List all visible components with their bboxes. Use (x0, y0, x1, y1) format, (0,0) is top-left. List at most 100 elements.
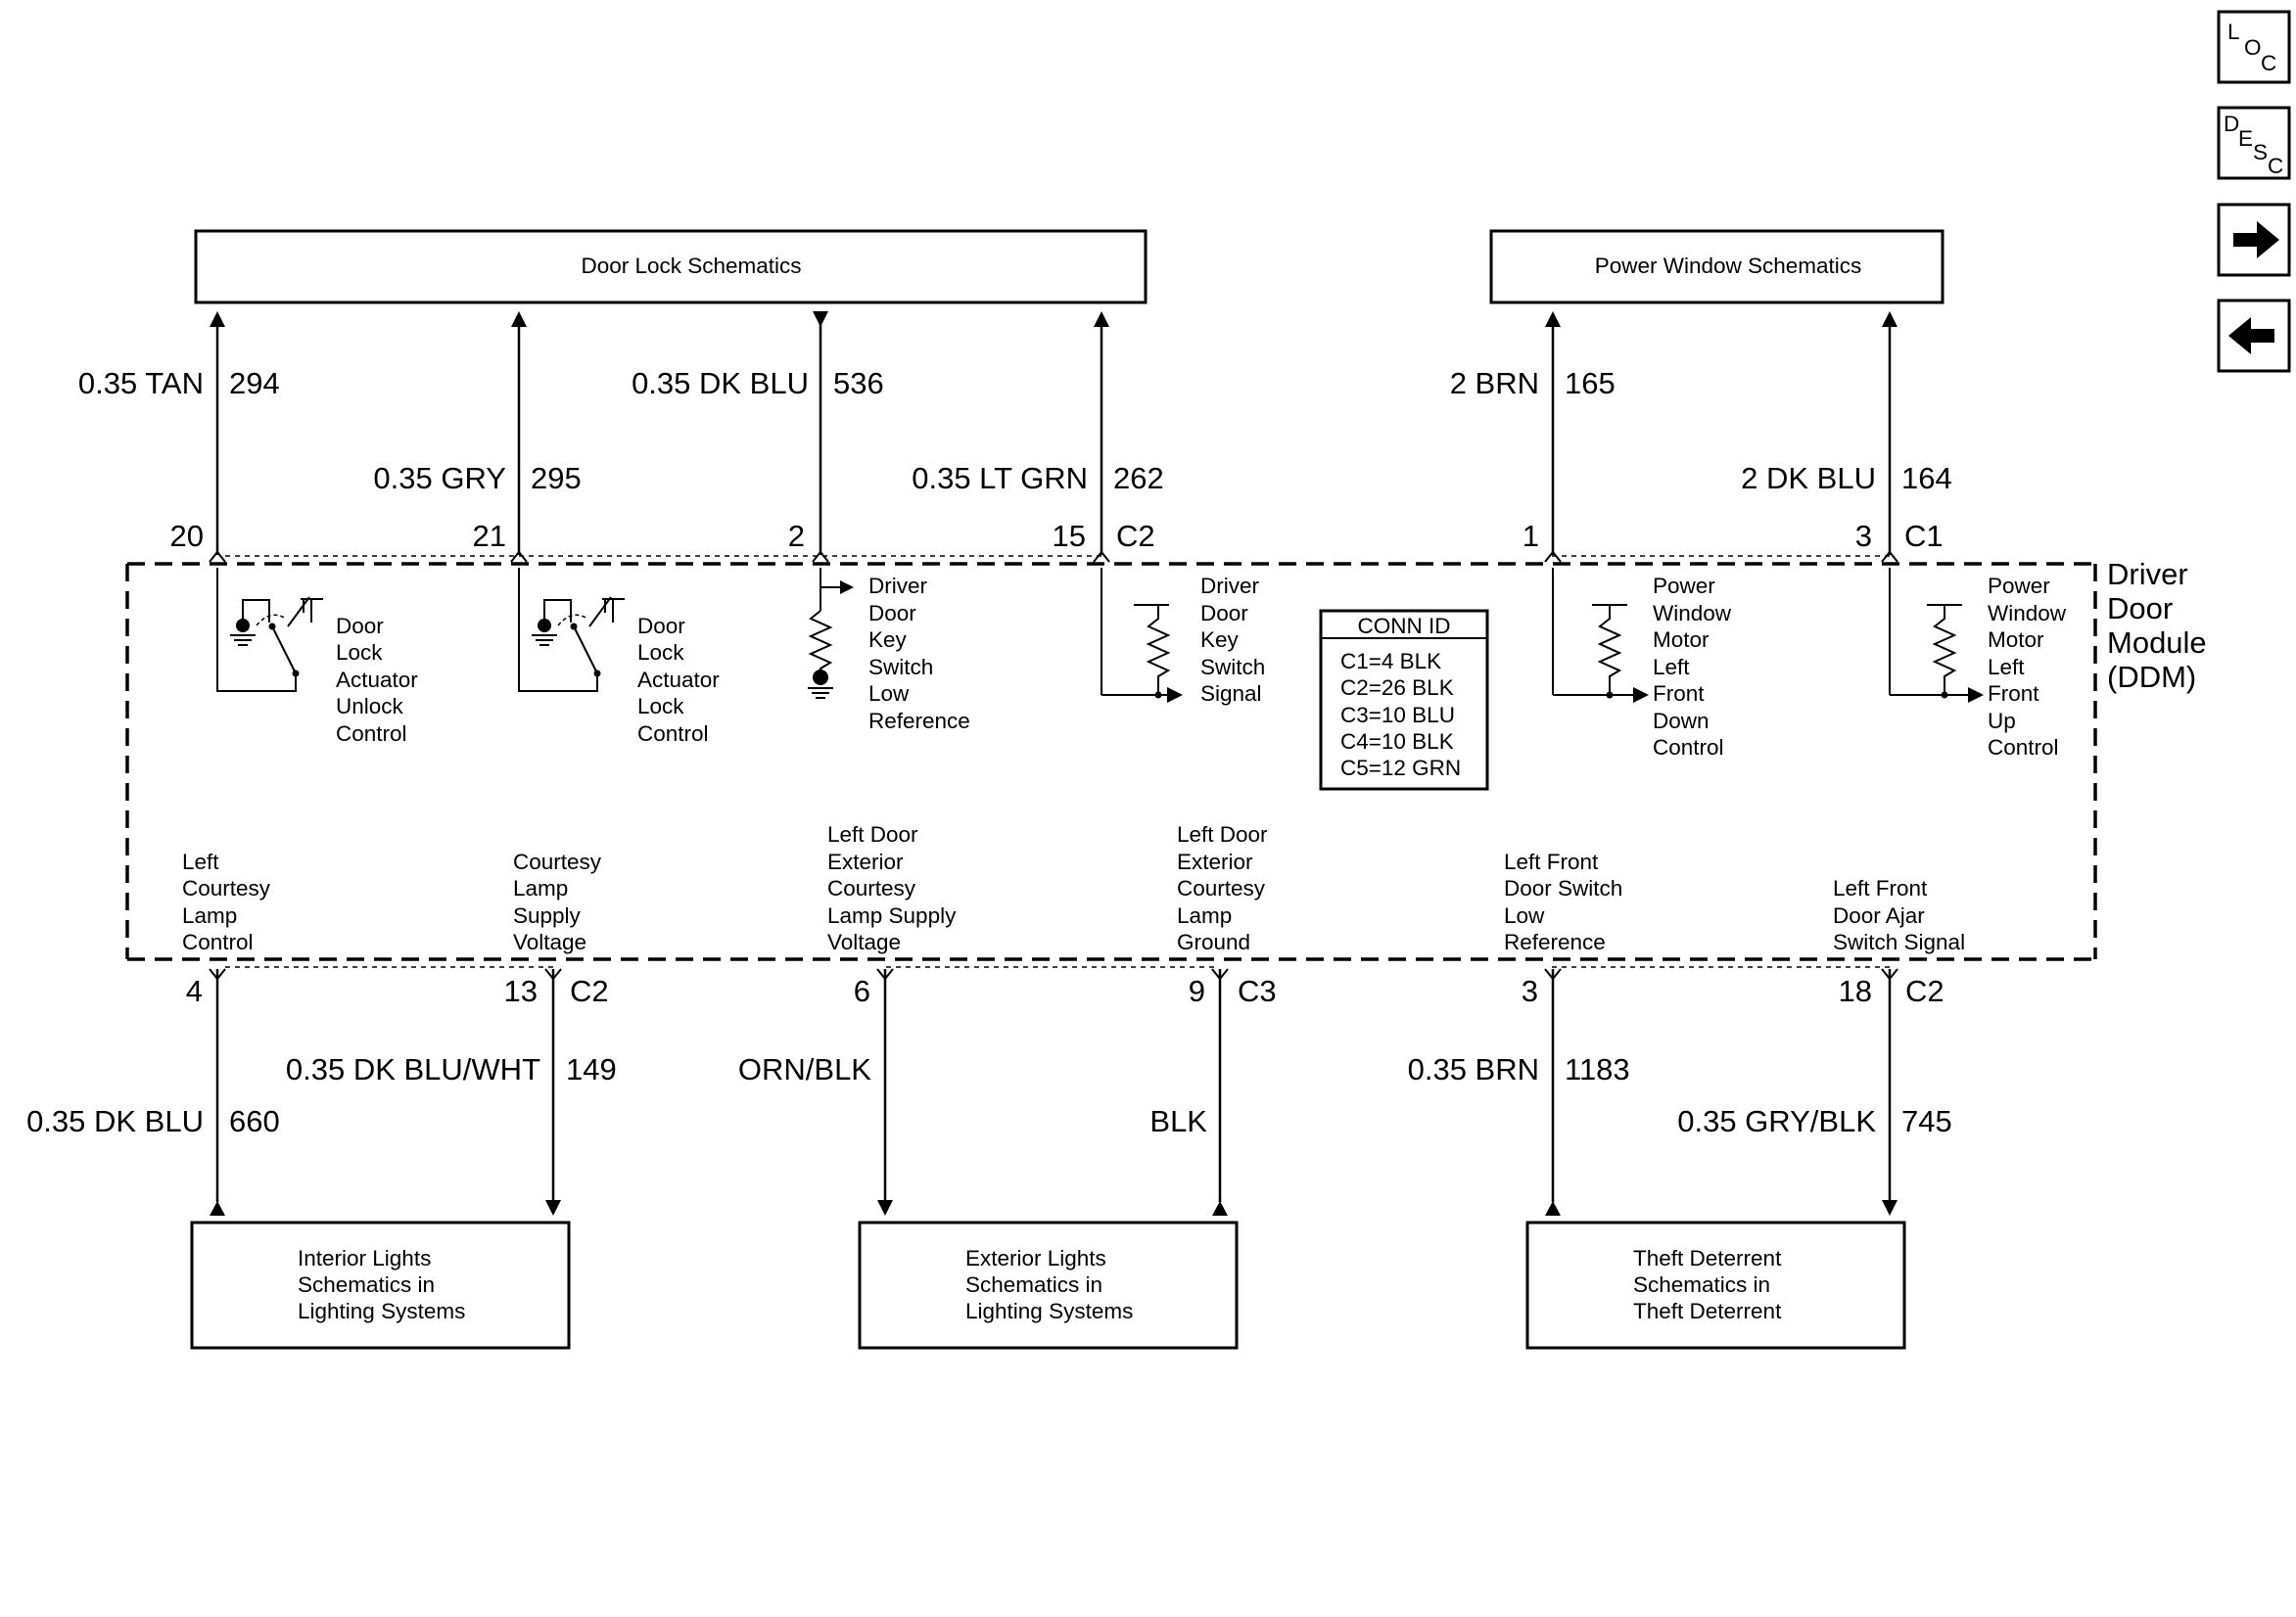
prev-button[interactable] (2217, 299, 2291, 373)
wire-color: 2 DK BLU (1741, 461, 1876, 495)
terminal-icon (510, 550, 528, 563)
wire-circuit: 1183 (1565, 1052, 1630, 1086)
terminal-icon (209, 550, 226, 563)
wire-orn-blk[interactable]: 6 ORN/BLK (738, 968, 894, 1216)
interior-lights-box[interactable]: Interior Lights Schematics in Lighting S… (190, 1221, 571, 1350)
ground-icon (538, 619, 551, 632)
circuit-label: Switch Signal (1833, 930, 1965, 954)
circuit-label: Reference (868, 709, 970, 733)
next-button[interactable] (2217, 203, 2291, 277)
desc-letter: D (2224, 112, 2239, 136)
wire-294[interactable]: 0.35 TAN 294 20 (78, 311, 280, 563)
door-ajar-label: Left Front Door Ajar Switch Signal (1833, 876, 1965, 954)
theft-deterrent-box[interactable]: Theft Deterrent Schematics in Theft Dete… (1525, 1221, 1906, 1350)
loc-letter: L (2227, 20, 2240, 44)
exterior-lamp-ground-label: Left Door Exterior Courtesy Lamp Ground (1177, 822, 1268, 954)
circuit-label: Voltage (513, 930, 586, 954)
pin-number: 21 (473, 519, 506, 553)
courtesy-lamp-control-label: Left Courtesy Lamp Control (182, 850, 271, 954)
arrow-up-icon (1212, 1201, 1228, 1216)
wire-circuit: 149 (566, 1052, 617, 1086)
circuit-label: Lamp (1177, 903, 1232, 928)
courtesy-lamp-supply-label: Courtesy Lamp Supply Voltage (513, 850, 602, 954)
circuit-label: Exterior (1177, 850, 1253, 874)
pin-number: 15 (1053, 519, 1086, 553)
desc-letter: C (2268, 154, 2283, 178)
circuit-label: Ground (1177, 930, 1250, 954)
arrow-up-icon (1882, 311, 1898, 327)
wire-blk[interactable]: 9 C3 BLK (1149, 968, 1277, 1216)
wire-color: BLK (1149, 1104, 1207, 1138)
circuit-label: Courtesy (182, 876, 271, 901)
circuit-label: Motor (1653, 627, 1710, 652)
circuit-label: Left Door (1177, 822, 1268, 847)
exterior-lamp-supply-label: Left Door Exterior Courtesy Lamp Supply … (827, 822, 957, 954)
desc-button[interactable]: D E S C (2217, 106, 2291, 180)
wire-color: 0.35 LT GRN (912, 461, 1088, 495)
exterior-lights-box[interactable]: Exterior Lights Schematics in Lighting S… (858, 1221, 1239, 1350)
arrow-up-icon (210, 1201, 225, 1216)
circuit-label: Courtesy (1177, 876, 1266, 901)
wire-165[interactable]: 2 BRN 165 1 (1450, 311, 1616, 563)
connector-id: C2 (1116, 519, 1155, 553)
arrow-right-icon (2233, 221, 2279, 258)
terminal-icon (1881, 550, 1898, 563)
wire-262[interactable]: 0.35 LT GRN 262 15 C2 (912, 311, 1164, 563)
box-label: Door Lock Schematics (581, 254, 801, 278)
circuit-label: Lock (336, 640, 383, 665)
arrow-right-icon (840, 580, 854, 594)
connector-id: C1 (1904, 519, 1944, 553)
circuit-label: Control (182, 930, 254, 954)
pin-number: 20 (170, 519, 204, 553)
box-label: Schematics in (1633, 1272, 1770, 1297)
window-down-circuit: Power Window Motor Left Front Down Contr… (1552, 568, 1732, 760)
circuit-label: Power (1653, 574, 1715, 598)
resistor-icon (1146, 605, 1171, 695)
pin-number: 6 (854, 974, 870, 1008)
circuit-label: Door Switch (1504, 876, 1622, 901)
circuit-label: Lock (637, 640, 684, 665)
box-label: Lighting Systems (965, 1299, 1133, 1323)
pin-number: 3 (1855, 519, 1872, 553)
wire-color: 0.35 DK BLU (632, 366, 809, 400)
wire-536[interactable]: 0.35 DK BLU 536 2 (632, 311, 884, 563)
wire-color: 0.35 BRN (1408, 1052, 1539, 1086)
module-name-line: Door (2107, 591, 2173, 625)
wire-color: 0.35 GRY/BLK (1677, 1104, 1876, 1138)
wire-circuit: 164 (1901, 461, 1952, 495)
box-label: Interior Lights (298, 1246, 431, 1270)
conn-id-table: CONN ID C1=4 BLK C2=26 BLK C3=10 BLU C4=… (1319, 609, 1489, 791)
connector-id: C2 (570, 974, 609, 1008)
circuit-label: Lamp Supply (827, 903, 957, 928)
wire-295[interactable]: 0.35 GRY 295 21 (373, 311, 582, 563)
window-up-circuit: Power Window Motor Left Front Up Control (1889, 568, 2067, 760)
arrow-down-icon (1882, 1200, 1898, 1216)
circuit-label: Control (336, 721, 407, 746)
door-switch-low-label: Left Front Door Switch Low Reference (1504, 850, 1622, 954)
arrow-right-icon (1968, 687, 1984, 703)
resistor-icon (1932, 605, 1957, 695)
ground-icon (813, 670, 828, 685)
wire-149[interactable]: 13 C2 0.35 DK BLU/WHT 149 (286, 968, 617, 1216)
door-lock-schematics-box[interactable]: Door Lock Schematics (194, 229, 1148, 304)
switch-blade-icon (573, 625, 598, 674)
pin-number: 1 (1523, 519, 1539, 553)
circuit-label: Front (1653, 681, 1705, 706)
wire-1183[interactable]: 3 0.35 BRN 1183 (1408, 968, 1630, 1216)
power-window-schematics-box[interactable]: Power Window Schematics (1489, 229, 1945, 304)
circuit-label: Switch (1200, 655, 1265, 679)
wire-745[interactable]: 18 C2 0.35 GRY/BLK 745 (1677, 968, 1952, 1216)
key-switch-signal-circuit: Driver Door Key Switch Signal (1101, 568, 1265, 706)
circuit-label: Exterior (827, 850, 904, 874)
circuit-label: Window (1988, 601, 2067, 625)
arrow-left-icon (2228, 317, 2274, 354)
loc-button[interactable]: L O C (2217, 10, 2291, 84)
circuit-label: Key (868, 627, 908, 652)
wire-color: 2 BRN (1450, 366, 1539, 400)
wire-164[interactable]: 2 DK BLU 164 3 C1 (1741, 311, 1952, 563)
wire-660[interactable]: 4 0.35 DK BLU 660 (26, 968, 280, 1216)
circuit-label: Door (1200, 601, 1248, 625)
resistor-icon (1597, 605, 1622, 695)
arrow-down-icon (877, 1200, 893, 1216)
connector-id: C2 (1905, 974, 1945, 1008)
